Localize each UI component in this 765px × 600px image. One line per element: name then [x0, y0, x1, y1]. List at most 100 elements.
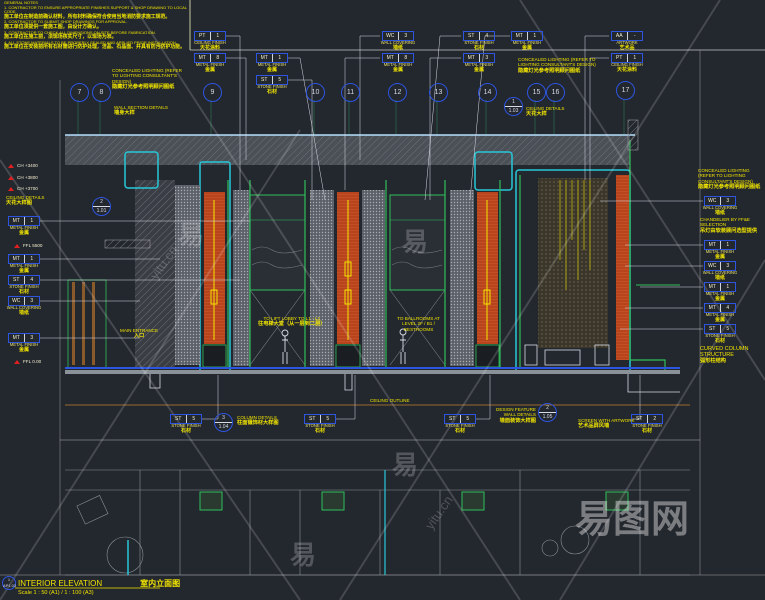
tag-label-cn: 金属	[714, 316, 725, 323]
watermark-glyph: 易	[402, 227, 429, 257]
tag-number: 5	[719, 325, 736, 333]
tag-label-cn: 石材	[454, 427, 465, 434]
level-marker: FFL 5500	[14, 243, 43, 248]
tag-code: MT	[515, 33, 523, 39]
detail-ref-sheet: 1.03	[508, 108, 519, 114]
detail-ref-sheet: 1.01	[96, 208, 107, 214]
grid-bubble[interactable]: 17	[616, 81, 635, 100]
annotation-cn: 天花大样	[526, 111, 547, 118]
tag-number: 2	[646, 415, 663, 423]
tag-code: WC	[386, 33, 395, 39]
tag-label: ARTWORK	[616, 40, 638, 45]
level-marker: CH +3800	[8, 175, 38, 180]
grid-bubble[interactable]: 9	[203, 83, 222, 102]
annotation-en: TO LIFT LOBBY TO L1 - L2	[263, 316, 320, 321]
tag-code: ST	[261, 77, 268, 83]
tag-box: AA-	[611, 31, 643, 41]
grid-bubble[interactable]: 12	[388, 83, 407, 102]
tag-label-cn: 石材	[18, 288, 29, 295]
tag-label: METAL FINISH	[257, 62, 287, 67]
tag-code: MT	[467, 55, 475, 61]
drawing-scale: Scale 1 : 50 (A1) / 1 : 100 (A3)	[18, 590, 94, 596]
tag-label: METAL FINISH	[705, 249, 735, 254]
grid-bubble[interactable]: 7	[70, 83, 89, 102]
grid-bubble[interactable]: 15	[527, 83, 546, 102]
watermark-glyph: 易	[392, 450, 419, 480]
tag-code: ST	[468, 33, 475, 39]
grid-bubble[interactable]: 10	[306, 83, 325, 102]
tag-label: STONE FINISH	[464, 40, 494, 45]
tag-label: METAL FINISH	[9, 263, 39, 268]
level-marker: FFL 0.00	[14, 359, 41, 364]
annotation-cn: 柱面镶饰材大样图	[237, 420, 279, 427]
tag-label: METAL FINISH	[195, 62, 225, 67]
tag-label: WALL COVERING	[702, 205, 738, 210]
tag-label-cn: 金属	[266, 66, 277, 73]
annotation-concealed-lighting: CONCEALED LIGHTING (REFER TO LIGHTING CO…	[112, 68, 186, 91]
tag-code: PT	[199, 33, 206, 39]
grid-bubble[interactable]: 13	[429, 83, 448, 102]
grid-bubble[interactable]: 11	[341, 83, 360, 102]
annotation-cn: 艺术品屏风墙	[578, 423, 610, 430]
note-4-en: 4. ALL STONE MATERIALS TO BE PROPERLY SE…	[4, 39, 177, 45]
tag-label: STONE FINISH	[445, 423, 475, 428]
tag-label: STONE FINISH	[305, 423, 335, 428]
tag-code: MT	[12, 256, 20, 262]
annotation-cn: 隐藏灯光参考照明顾问图纸	[112, 84, 175, 91]
grid-bubble[interactable]: 14	[478, 83, 497, 102]
annotation-concealed-lighting: CONCEALED LIGHTING (REFER TO LIGHTING CO…	[518, 57, 600, 74]
tag-label-cn: 天花涂料	[199, 44, 220, 51]
annotation-cn: 天花大样图	[6, 200, 32, 207]
tag-label-cn: 金属	[392, 66, 403, 73]
tag-code: MT	[12, 218, 20, 224]
tag-label: METAL FINISH	[9, 225, 39, 230]
grid-bubble[interactable]: 8	[92, 83, 111, 102]
grid-bubble[interactable]: 16	[546, 83, 565, 102]
tag-number: 5	[459, 415, 476, 423]
tag-label-cn: 金属	[18, 267, 29, 274]
tag-label: STONE FINISH	[632, 423, 662, 428]
note-1-en: 1. CONTRACTOR TO ENSURE APPROPRIATE FINI…	[4, 4, 187, 15]
